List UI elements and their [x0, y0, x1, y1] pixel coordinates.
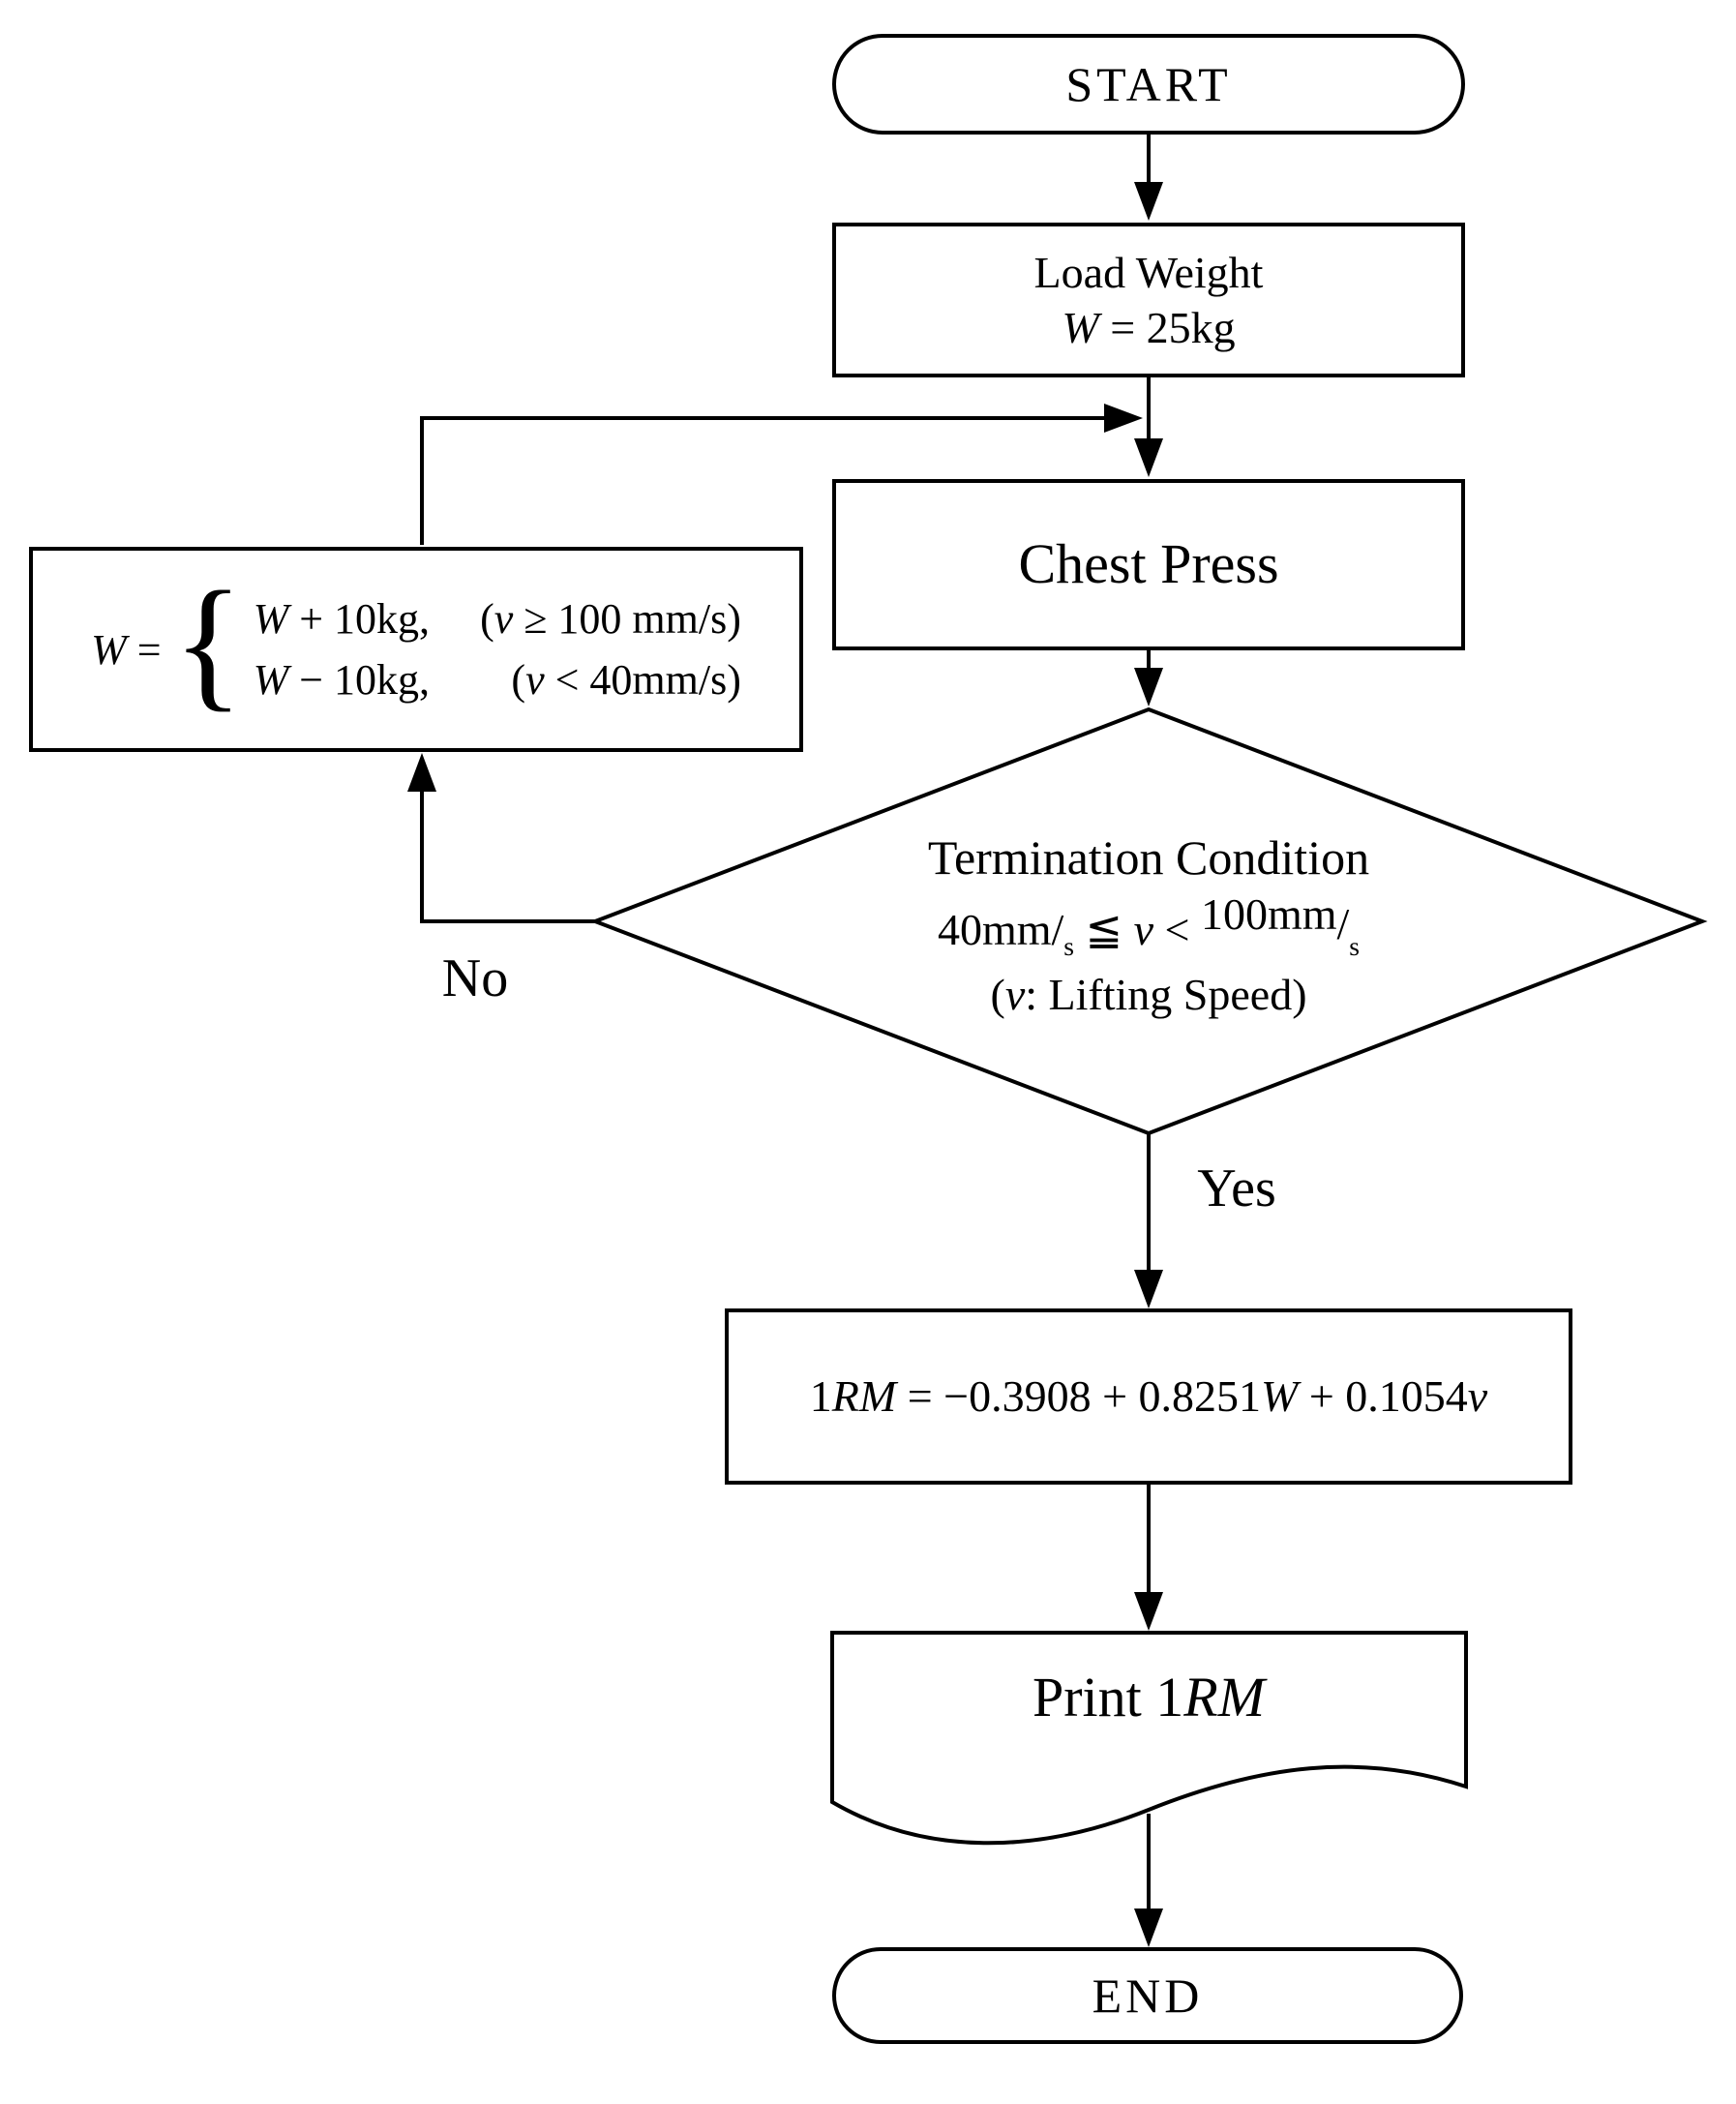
weight-update-cases: W + 10kg, (v ≥ 100 mm/s) W − 10kg, (v < …	[254, 592, 741, 706]
case-increase-cond: (v ≥ 100 mm/s)	[480, 595, 741, 643]
arrowhead-print-to-end	[1134, 1909, 1163, 1947]
print-output-text: Print 1RM	[858, 1661, 1439, 1734]
brace-glyph: {	[172, 561, 244, 725]
no-branch-label: No	[441, 948, 509, 1008]
end-node: END	[832, 1947, 1463, 2044]
arrowhead-feedback-loop	[1104, 404, 1143, 433]
load-weight-label: Load Weight	[1033, 247, 1264, 297]
yes-branch-label: Yes	[1197, 1158, 1276, 1218]
arrowhead-load-to-chest	[1134, 438, 1163, 477]
decision-title: Termination Condition	[927, 830, 1370, 886]
arrowhead-no-loop	[407, 753, 436, 792]
weight-update-lhs: W =	[91, 625, 162, 674]
case-decrease-cond: (v < 40mm/s)	[511, 656, 741, 704]
case-decrease-expr: W − 10kg,	[253, 656, 431, 704]
decision-condition: 40mm/s ≦ v < 100mm/s	[937, 888, 1361, 962]
formula-text: 1RM = −0.3908 + 0.8251W + 0.1054v	[809, 1371, 1488, 1422]
chest-press-label: Chest Press	[1018, 532, 1279, 596]
decision-node-text: Termination Condition 40mm/s ≦ v < 100mm…	[858, 828, 1439, 1022]
decision-note: (v: Lifting Speed)	[990, 970, 1307, 1020]
chest-press-node: Chest Press	[832, 479, 1465, 650]
formula-node: 1RM = −0.3908 + 0.8251W + 0.1054v	[725, 1308, 1572, 1485]
end-label: END	[1092, 1968, 1204, 2023]
arrowhead-chest-to-decision	[1134, 668, 1163, 706]
weight-update-equation: W = { W + 10kg, (v ≥ 100 mm/s) W − 10kg,…	[91, 569, 741, 715]
arrowhead-formula-to-print	[1134, 1592, 1163, 1631]
load-weight-node: Load Weight W = 25kg	[832, 223, 1465, 377]
load-weight-value: W = 25kg	[1062, 303, 1236, 352]
arrowhead-yes-to-formula	[1134, 1270, 1163, 1308]
edge-feedback-loop	[420, 416, 1107, 545]
edge-no-loop	[420, 789, 595, 923]
case-increase-expr: W + 10kg,	[253, 595, 431, 643]
start-node: START	[832, 34, 1465, 135]
document-shape	[830, 1631, 1468, 1846]
print-label: Print 1RM	[1032, 1665, 1266, 1728]
arrowhead-start-to-load	[1134, 182, 1163, 221]
weight-update-node: W = { W + 10kg, (v ≥ 100 mm/s) W − 10kg,…	[29, 547, 803, 752]
start-label: START	[1065, 56, 1232, 111]
